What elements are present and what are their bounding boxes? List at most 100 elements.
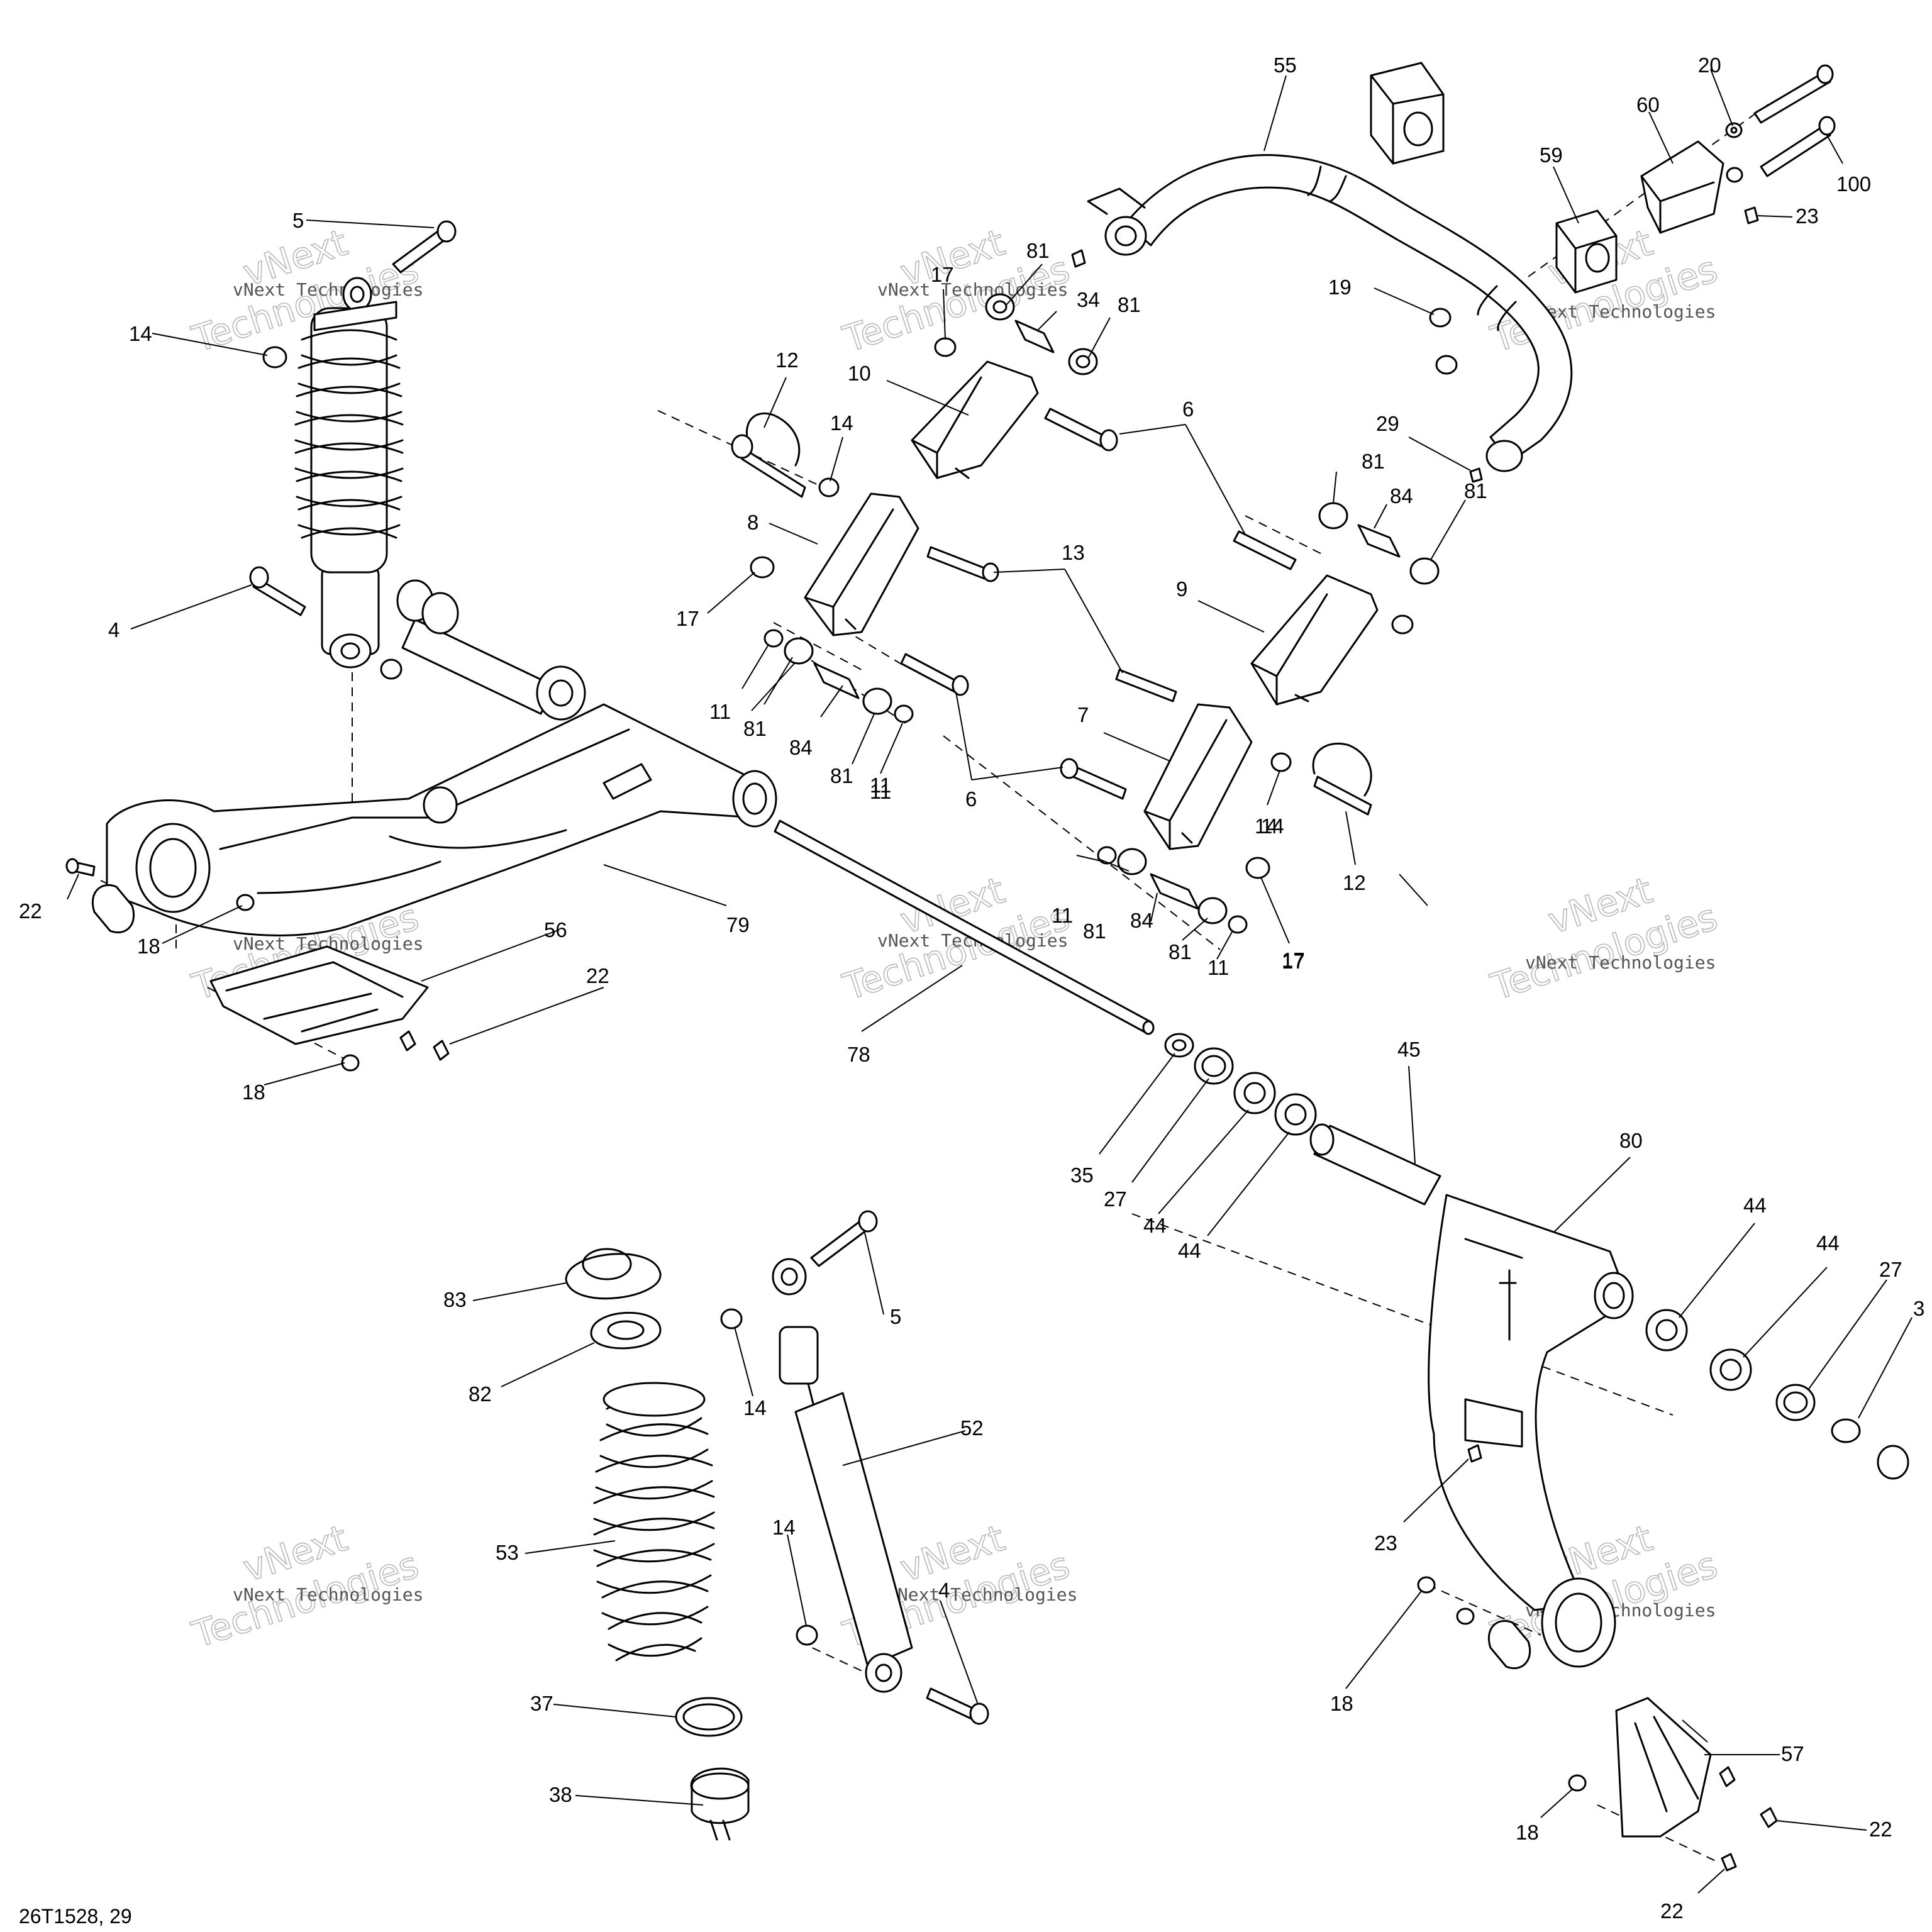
callout-label: 59 <box>1540 143 1563 167</box>
callout-label: 13 <box>1062 541 1085 564</box>
callout-labels: 55 20 60 100 59 23 81 17 34 81 19 5 14 1… <box>19 53 1924 1923</box>
callout-label: 81 <box>1169 940 1192 963</box>
callout-label: 83 <box>443 1288 467 1311</box>
callout-label: 14 <box>129 322 152 345</box>
nut-19 <box>1429 308 1458 375</box>
svg-text:vNext Technologies: vNext Technologies <box>877 279 1068 300</box>
fitting-23-lower <box>1467 1444 1482 1463</box>
bolt-5-top <box>392 220 457 274</box>
guard-plate-57 <box>1615 1697 1712 1838</box>
callout-label: 23 <box>1796 204 1819 228</box>
callout-label: 34 <box>1077 288 1100 311</box>
bushing-81-right <box>862 687 892 715</box>
bolt-4 <box>249 566 306 616</box>
callout-label: 38 <box>549 1783 572 1806</box>
callout-label: 5 <box>292 209 304 232</box>
nut-14-shock-top <box>262 346 287 369</box>
fitting-81 <box>1071 249 1086 268</box>
sleeve-34 <box>1014 319 1055 353</box>
bushing-59 <box>1555 209 1618 294</box>
nut-18-left-bottom <box>341 1054 360 1072</box>
callout-label: 14 <box>772 1516 796 1539</box>
callout-label: 18 <box>1516 1821 1539 1844</box>
svg-text:vNext Technologies: vNext Technologies <box>1525 301 1716 322</box>
washer-11-lower-right <box>1228 915 1248 934</box>
callout-label: 81 <box>1362 450 1385 473</box>
bolt-13-lower <box>1115 669 1177 702</box>
watermark: vNext Technologies vNext Technologies <box>187 1516 425 1657</box>
callout-label: 84 <box>1130 909 1153 932</box>
callout-label: 17 <box>931 263 954 286</box>
callout-label: 18 <box>1330 1692 1353 1715</box>
callout-label: 79 <box>726 913 750 936</box>
bushing-81 <box>784 637 814 665</box>
adjuster-38 <box>690 1767 750 1841</box>
screw-22-guard <box>399 1030 450 1061</box>
callout-label: 9 <box>1176 577 1187 601</box>
svg-text:vNext Technologies: vNext Technologies <box>1525 952 1716 973</box>
callout-label: 5 <box>890 1305 901 1328</box>
bushing-81-mid-right <box>1409 557 1440 585</box>
washer-100 <box>1726 167 1743 183</box>
fitting-23-top <box>1744 206 1759 225</box>
ring-37 <box>675 1697 743 1737</box>
callout-label: 27 <box>1879 1258 1902 1281</box>
bracket-60 <box>1640 140 1724 234</box>
washer-3-right <box>1831 1418 1861 1443</box>
callout-label: 6 <box>965 787 977 811</box>
washer-11-lower <box>1097 846 1117 865</box>
callout-label: 81 <box>743 717 767 740</box>
callout-label: 81 <box>1464 479 1487 502</box>
callout-label: 18 <box>137 935 160 958</box>
callout-label: 8 <box>747 511 758 534</box>
bushing-81-top <box>985 293 1015 321</box>
callout-label: 11 <box>1208 956 1229 979</box>
callout-label: 27 <box>1104 1187 1127 1211</box>
callout-label: 37 <box>530 1692 553 1715</box>
stabilizer-bar <box>1087 154 1573 472</box>
callout-label: 22 <box>19 899 42 923</box>
link-bracket-9 <box>1250 574 1379 706</box>
nut-14-top <box>818 477 840 497</box>
callout-label: 14 <box>830 411 853 435</box>
callout-label: 45 <box>1397 1038 1421 1061</box>
guard-plate-56 <box>209 945 429 1045</box>
callout-label: 11 <box>870 780 891 803</box>
spring-retainer-82 <box>590 1312 662 1350</box>
svg-text:vNext Technologies: vNext Technologies <box>233 1584 423 1605</box>
stabilizer-bracket <box>1370 62 1445 165</box>
pivot-shaft-with-bushings <box>396 579 586 721</box>
callout-label: 56 <box>544 918 567 941</box>
sleeve-84 <box>813 662 860 699</box>
sleeve-right-edge <box>1877 1445 1909 1480</box>
bolt-100 <box>1760 116 1836 177</box>
svg-text:vNext Technologies: vNext Technologies <box>233 279 423 300</box>
callout-label: 80 <box>1619 1129 1643 1152</box>
callout-label: 4 <box>108 618 119 641</box>
screw-22-left <box>65 858 96 877</box>
spring-seat-83 <box>565 1248 662 1300</box>
callout-label: 18 <box>242 1080 265 1104</box>
callout-label: 4 <box>938 1579 950 1602</box>
callout-label: 100 <box>1836 172 1871 196</box>
watermark: vNext Technologies vNext Technologies <box>187 220 425 361</box>
screw-22-right <box>1719 1766 1778 1872</box>
bolt-6-right <box>1233 530 1297 570</box>
bearing-44-right-second <box>1709 1348 1752 1391</box>
watermark: vNext Technologies vNext Technologies <box>1485 868 1723 1009</box>
watermark: vNext Technologies vNext Technologies <box>838 868 1075 1009</box>
sleeve-84-lower <box>1150 873 1199 910</box>
nut-18-right <box>1417 1576 1475 1625</box>
callout-label: 81 <box>1083 919 1106 943</box>
bolt-6 <box>1044 408 1118 452</box>
washer-11-right <box>894 704 914 723</box>
sleeve-45 <box>1309 1123 1441 1206</box>
callout-label: 14 <box>1255 814 1278 838</box>
seal-27 <box>1194 1047 1234 1085</box>
bolt-5-front <box>810 1210 878 1267</box>
diagram-code: 26T1528, 29 <box>19 1905 132 1928</box>
callout-label: 17 <box>1282 948 1305 972</box>
nut-17-mid <box>1391 614 1414 635</box>
bolt-4-front <box>926 1687 989 1725</box>
